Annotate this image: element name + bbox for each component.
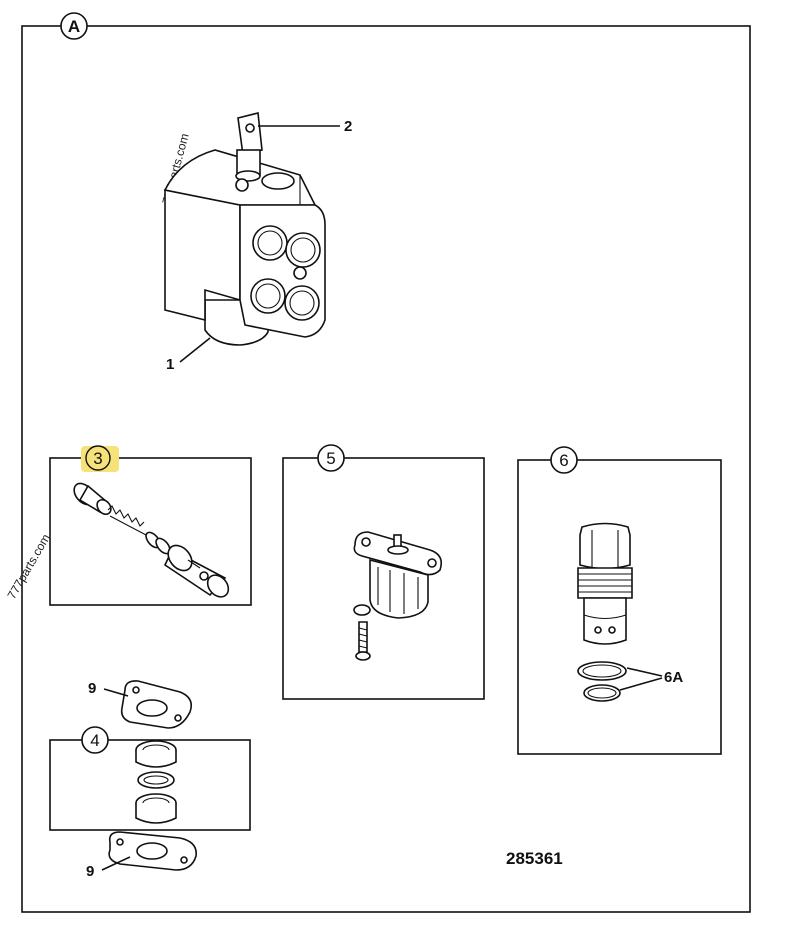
relief-valve — [577, 522, 633, 702]
leader-1 — [179, 337, 211, 363]
callout-9-bottom: 9 — [86, 863, 94, 880]
leader-9-bottom — [101, 856, 131, 871]
seal-stack — [135, 740, 177, 824]
gasket-bottom — [108, 831, 197, 871]
callout-1: 1 — [166, 356, 174, 373]
callout-6a: 6A — [664, 669, 683, 686]
callout-3-text: 3 — [93, 449, 102, 468]
callout-6-text: 6 — [559, 451, 568, 470]
gasket-top — [120, 680, 193, 729]
callout-2: 2 — [344, 118, 352, 135]
main-frame — [21, 25, 751, 913]
callout-a-text: A — [68, 17, 80, 36]
box-4 — [49, 739, 251, 831]
leader-6a-top — [626, 667, 663, 677]
part-number: 285361 — [506, 849, 563, 868]
leader-6a-bottom — [619, 677, 663, 691]
box-3 — [49, 457, 252, 606]
callout-5: 5 — [317, 444, 345, 472]
callout-9-top: 9 — [88, 680, 96, 697]
box-6 — [517, 459, 722, 755]
leader-9-top — [103, 688, 129, 697]
box-5 — [282, 457, 485, 700]
callout-4-text: 4 — [90, 731, 99, 750]
valve-block — [163, 112, 326, 346]
callout-5-text: 5 — [326, 449, 335, 468]
callout-3: 3 — [81, 445, 119, 472]
watermark-left: 777parts.com — [4, 532, 52, 602]
callout-6: 6 — [550, 446, 578, 474]
filter-assembly — [353, 531, 443, 661]
callout-a: A — [60, 12, 88, 40]
spool-kit — [73, 482, 230, 598]
callout-4: 4 — [81, 726, 109, 754]
